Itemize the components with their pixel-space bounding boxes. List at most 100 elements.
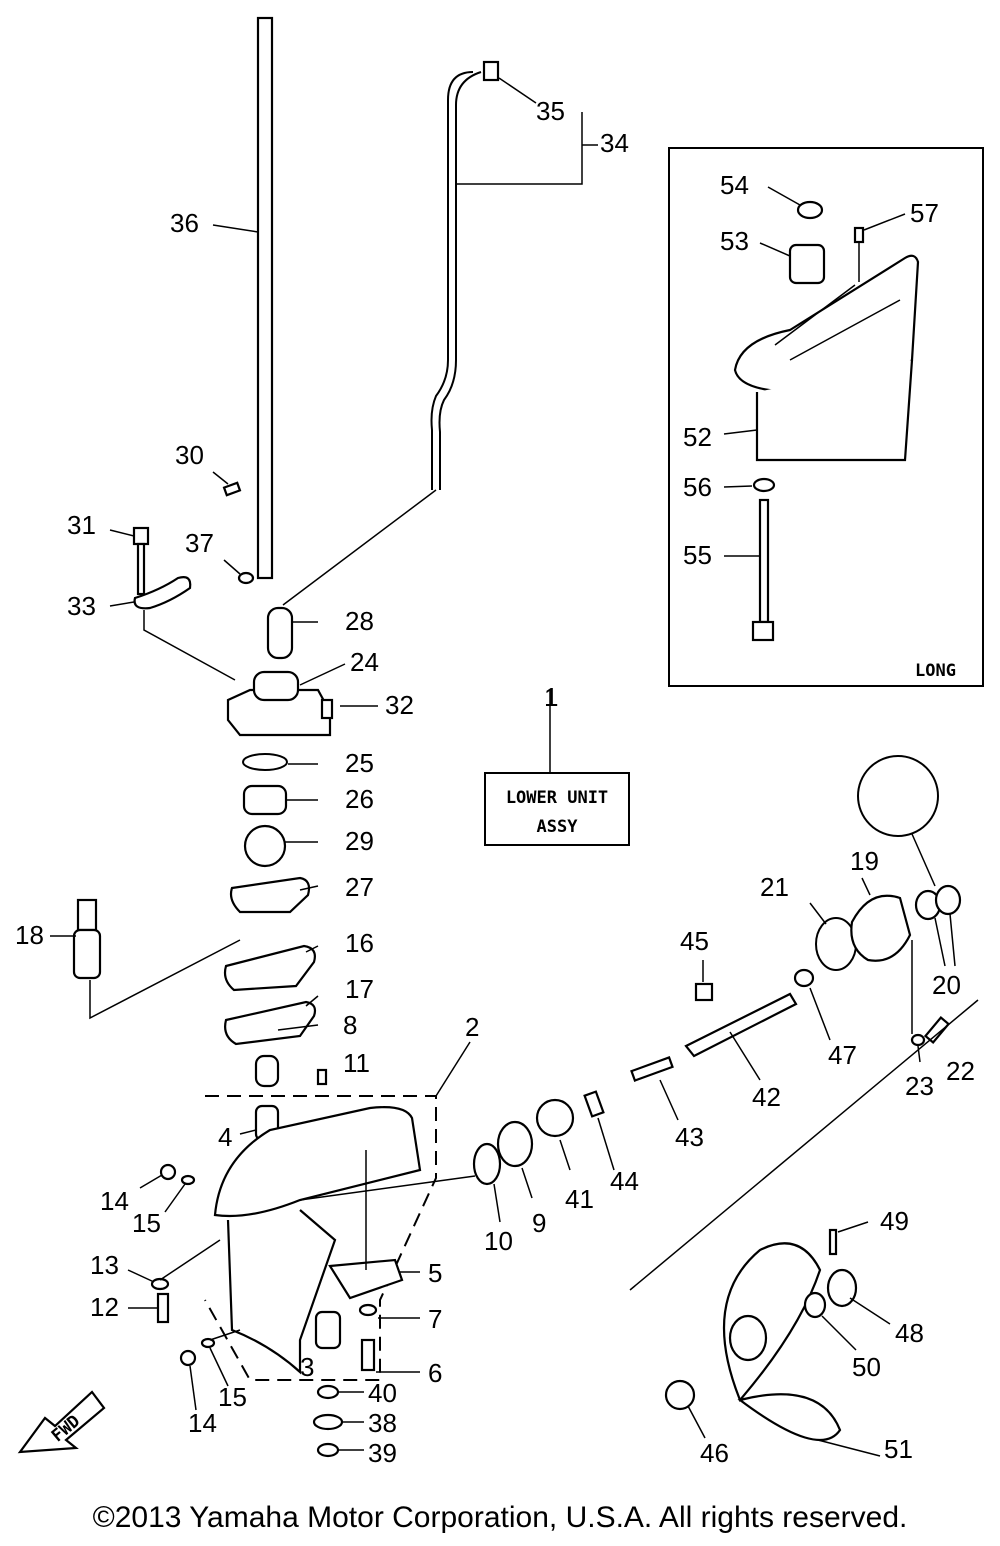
callout-43: 43 — [675, 1122, 704, 1152]
callout-57: 57 — [910, 198, 939, 228]
callout-34: 34 — [600, 128, 629, 158]
propeller-shaft-part — [684, 992, 798, 1058]
callout-32: 32 — [385, 690, 414, 720]
fwd-arrow: FWD — [17, 1390, 106, 1454]
shift-rod-part — [430, 71, 474, 490]
callout-15: 15 — [132, 1208, 161, 1238]
extension-housing-lower — [755, 359, 914, 462]
callout-40: 40 — [368, 1378, 397, 1408]
o-ring-part — [242, 753, 288, 771]
plate-part — [133, 576, 192, 610]
callout-28: 28 — [345, 606, 374, 636]
callout-52: 52 — [683, 422, 712, 452]
callout-19: 19 — [850, 846, 879, 876]
callout-33: 33 — [67, 591, 96, 621]
long-bolt-part — [758, 498, 770, 624]
assy-line2: ASSY — [537, 817, 579, 837]
callout-30: 30 — [175, 440, 204, 470]
callout-18: 18 — [15, 920, 44, 950]
callout-labels: 1 2 3 4 5 6 7 8 9 10 11 12 13 14 15 16 1… — [15, 96, 975, 1468]
o-ring-cap-part — [815, 917, 857, 971]
callout-56: 56 — [683, 472, 712, 502]
pin-part — [853, 226, 865, 244]
callout-2: 2 — [465, 1012, 479, 1042]
callout-51: 51 — [884, 1434, 913, 1464]
callout-46: 46 — [700, 1438, 729, 1468]
circlip-part — [796, 200, 824, 220]
callout-1: 1 — [544, 682, 558, 712]
callout-25: 25 — [345, 748, 374, 778]
callout-8: 8 — [343, 1010, 357, 1040]
drive-shaft — [212, 16, 274, 580]
callout-49: 49 — [880, 1206, 909, 1236]
callout-20: 20 — [932, 970, 961, 1000]
gear-part — [535, 1098, 575, 1138]
callout-27: 27 — [345, 872, 374, 902]
spacer-part — [664, 1379, 696, 1411]
gear-parts — [472, 755, 979, 1291]
callout-26: 26 — [345, 784, 374, 814]
ball-bearing-part — [496, 1120, 534, 1168]
clip-part — [482, 60, 500, 82]
callout-6: 6 — [428, 1358, 442, 1388]
water-fitting-part — [76, 898, 98, 932]
callout-48: 48 — [895, 1318, 924, 1348]
callout-41: 41 — [565, 1184, 594, 1214]
outer-plate-part — [229, 876, 311, 914]
callout-4: 4 — [218, 1122, 232, 1152]
callout-31: 31 — [67, 510, 96, 540]
shift-rod — [282, 60, 598, 606]
water-pump-stack — [50, 471, 378, 1142]
propeller-shaft-housing-part — [850, 894, 912, 962]
callout-12: 12 — [90, 1292, 119, 1322]
drive-shaft-part — [256, 16, 274, 580]
assy-frame — [484, 772, 630, 846]
callout-3: 3 — [300, 1352, 314, 1382]
long-shaft-inset: LONG — [668, 147, 984, 687]
callout-7: 7 — [428, 1304, 442, 1334]
callout-14-lower: 14 — [188, 1408, 217, 1438]
callout-47: 47 — [828, 1040, 857, 1070]
callout-50: 50 — [852, 1352, 881, 1382]
callout-35: 35 — [536, 96, 565, 126]
bearing-part — [788, 243, 826, 285]
lower-case-top — [213, 1106, 422, 1218]
spring-part — [630, 1056, 674, 1082]
callout-23: 23 — [905, 1071, 934, 1101]
callout-14: 14 — [100, 1186, 129, 1216]
callout-17: 17 — [345, 974, 374, 1004]
callout-36: 36 — [170, 208, 199, 238]
propeller-group — [664, 1221, 891, 1457]
callout-42: 42 — [752, 1082, 781, 1112]
callout-54: 54 — [720, 170, 749, 200]
callout-37: 37 — [185, 528, 214, 558]
callout-22: 22 — [946, 1056, 975, 1086]
callout-16: 16 — [345, 928, 374, 958]
callout-21: 21 — [760, 872, 789, 902]
inset-frame — [668, 147, 984, 687]
callout-24: 24 — [350, 647, 379, 677]
lower-unit-assy-box: LOWER UNIT ASSY — [484, 690, 630, 846]
nut-part — [826, 1268, 858, 1308]
callout-53: 53 — [720, 226, 749, 256]
callout-9: 9 — [532, 1208, 546, 1238]
callout-29: 29 — [345, 826, 374, 856]
assy-line1: LOWER UNIT — [506, 788, 608, 808]
washer-part — [752, 477, 776, 493]
callout-10: 10 — [484, 1226, 513, 1256]
callout-39: 39 — [368, 1438, 397, 1468]
sleeve-part — [266, 606, 294, 660]
callout-11: 11 — [343, 1048, 370, 1078]
detail-circle — [857, 755, 939, 837]
callout-44: 44 — [610, 1166, 639, 1196]
callout-15-lower: 15 — [218, 1382, 247, 1412]
callout-45: 45 — [680, 926, 709, 956]
impeller-part — [243, 824, 287, 868]
callout-55: 55 — [683, 540, 712, 570]
lower-case — [127, 1041, 476, 1458]
inset-label: LONG — [915, 661, 956, 681]
gasket-part — [224, 1000, 317, 1046]
callout-13: 13 — [90, 1250, 119, 1280]
